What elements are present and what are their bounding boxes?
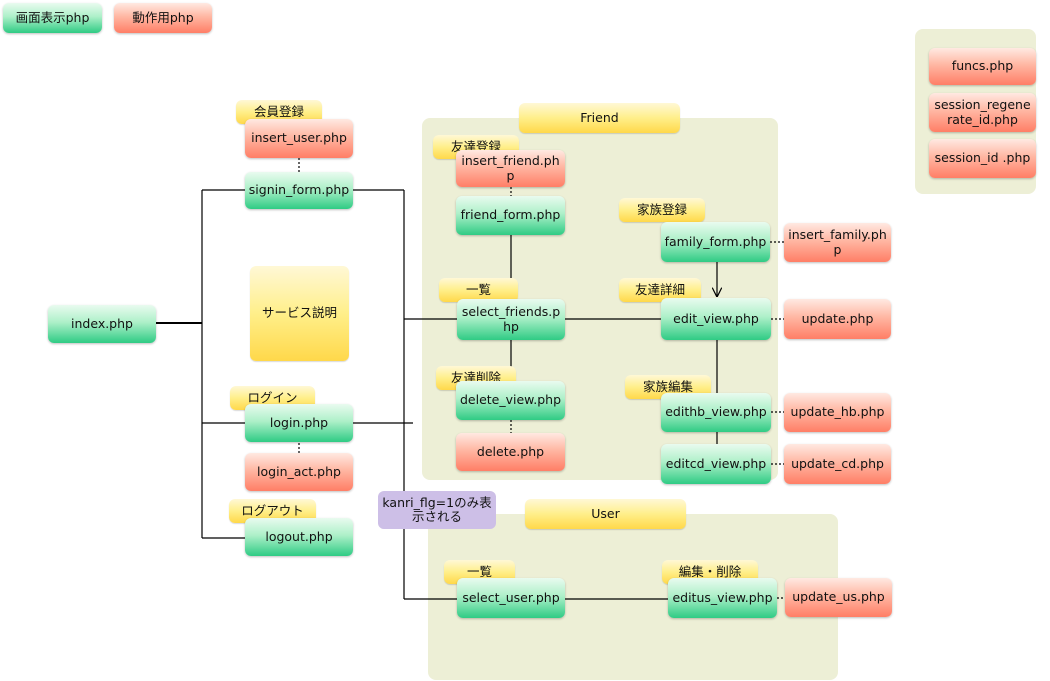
session-regen-node: session_regenerate_id.php: [929, 93, 1036, 132]
friend-section-title: Friend: [519, 103, 680, 133]
admin-only-note: kanri_flg=1のみ表示される: [378, 491, 496, 529]
signin-form-node: signin_form.php: [245, 172, 353, 209]
delete-node: delete.php: [456, 433, 565, 471]
session-id-node: session_id .php: [929, 139, 1036, 178]
index-node: index.php: [48, 305, 156, 343]
family-form-node: family_form.php: [661, 222, 770, 262]
delete-view-node: delete_view.php: [456, 381, 565, 420]
funcs-node: funcs.php: [929, 48, 1036, 85]
friends-list-label: 一覧: [439, 278, 518, 302]
friend-form-node: friend_form.php: [456, 196, 565, 235]
update-us-node: update_us.php: [785, 578, 892, 617]
edithb-view-node: edithb_view.php: [661, 393, 771, 432]
insert-user-node: insert_user.php: [245, 119, 353, 158]
user-section-title: User: [525, 499, 686, 529]
select-user-node: select_user.php: [457, 578, 565, 618]
insert-family-node: insert_family.php: [784, 223, 891, 262]
update-node: update.php: [784, 299, 891, 339]
edit-view-node: edit_view.php: [661, 298, 771, 340]
update-hb-node: update_hb.php: [784, 393, 891, 432]
logout-node: logout.php: [245, 518, 353, 556]
legend-action: 動作用php: [114, 3, 212, 33]
select-friends-node: select_friends.php: [457, 299, 565, 340]
login-act-node: login_act.php: [245, 453, 353, 491]
legend-screen: 画面表示php: [3, 3, 102, 33]
service-description-node: サービス説明: [250, 266, 349, 361]
insert-friend-node: insert_friend.php: [456, 150, 565, 187]
editcd-view-node: editcd_view.php: [661, 444, 771, 484]
family-registration-label: 家族登録: [619, 198, 705, 222]
login-node: login.php: [245, 404, 353, 442]
editus-view-node: editus_view.php: [668, 578, 777, 618]
update-cd-node: update_cd.php: [784, 444, 891, 484]
